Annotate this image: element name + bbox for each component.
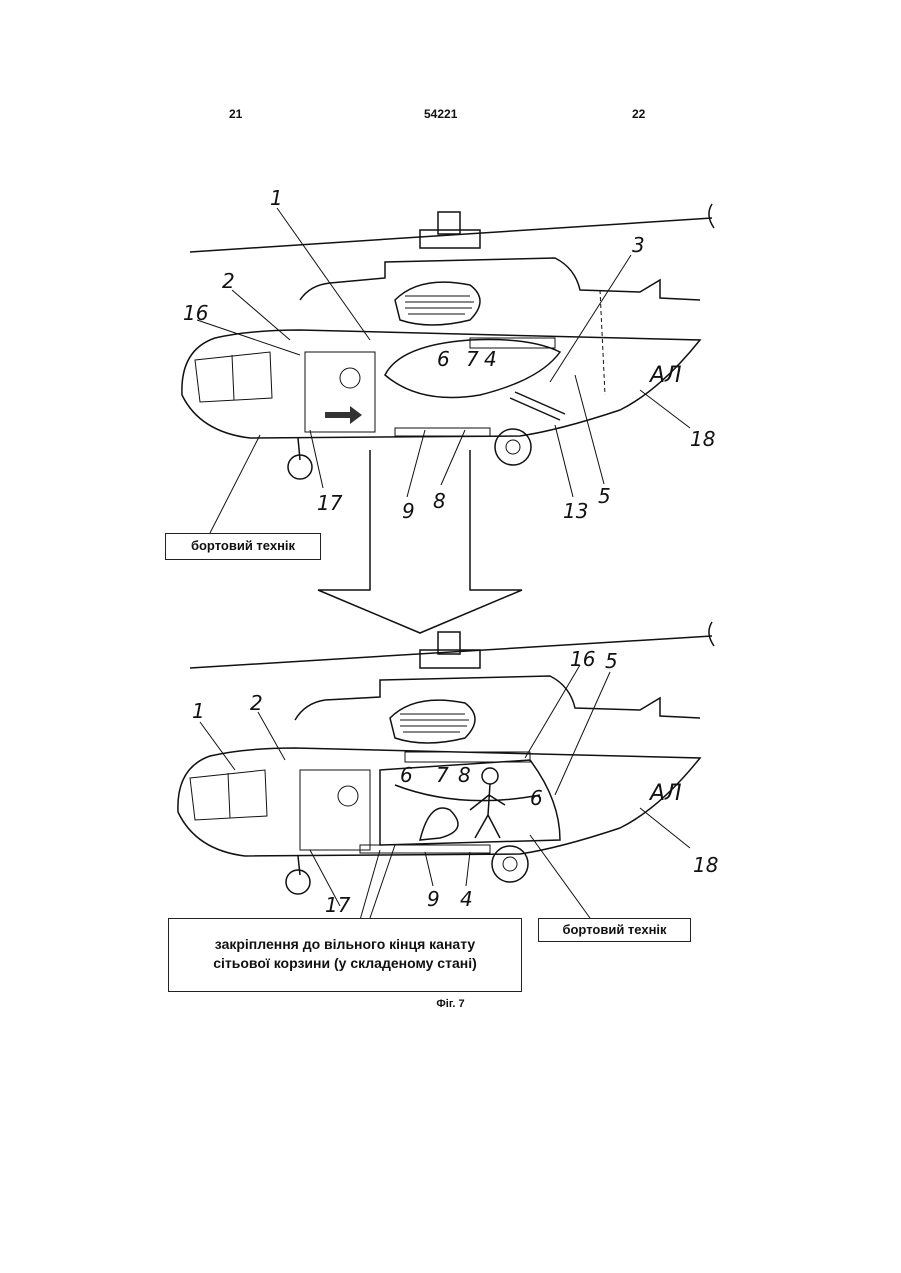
label-18: 18 xyxy=(693,853,718,877)
cargo-door xyxy=(305,352,375,432)
label-6a: 6 xyxy=(400,763,413,787)
label-16: 16 xyxy=(183,301,208,325)
callout-crew-top-text: бортовий технік xyxy=(191,538,295,553)
callout-crew-bottom-text: бортовий технік xyxy=(562,922,666,937)
label-4: 4 xyxy=(460,887,473,911)
label-18: 18 xyxy=(690,427,715,451)
motion-arrow xyxy=(325,406,362,424)
folded-basket xyxy=(420,808,458,840)
main-wheel xyxy=(492,846,528,882)
porthole xyxy=(338,786,358,806)
rotor-blade xyxy=(190,636,712,668)
rotor-tip xyxy=(709,204,714,228)
engine-cowling xyxy=(300,258,700,300)
label-4: 4 xyxy=(484,347,497,371)
label-6: 6 xyxy=(437,347,450,371)
cargo-door xyxy=(300,770,370,850)
engine-cowling xyxy=(295,676,700,720)
label-9: 9 xyxy=(402,499,415,523)
air-intake xyxy=(395,282,480,325)
label-5: 5 xyxy=(598,484,611,508)
label-8: 8 xyxy=(433,489,446,513)
label-1: 1 xyxy=(270,186,283,210)
floor-plate xyxy=(395,428,490,436)
tail-marking: АЛ xyxy=(648,781,682,806)
rotor-head xyxy=(420,230,480,248)
air-intake xyxy=(390,700,475,743)
label-2: 2 xyxy=(250,691,263,715)
label-8: 8 xyxy=(458,763,471,787)
callout-crew-top: бортовий технік xyxy=(165,533,321,560)
label-5: 5 xyxy=(605,649,618,673)
tail-marking: АЛ xyxy=(648,363,682,388)
rotor-tip xyxy=(709,622,714,646)
transition-arrow xyxy=(318,450,522,633)
crew-body xyxy=(470,784,505,838)
label-17: 17 xyxy=(317,491,343,515)
label-17: 17 xyxy=(325,893,351,917)
nose-wheel xyxy=(286,870,310,894)
label-1: 1 xyxy=(192,699,205,723)
label-3: 3 xyxy=(632,233,645,257)
crew-head xyxy=(482,768,498,784)
label-13: 13 xyxy=(563,499,588,523)
helicopter-top: АЛ 1 2 16 3 6 7 4 18 17 9 8 13 5 xyxy=(182,186,716,533)
label-9: 9 xyxy=(427,887,440,911)
porthole xyxy=(340,368,360,388)
callout-note-text: закріплення до вільного кінця канату сіт… xyxy=(213,936,477,971)
callout-crew-bottom: бортовий технік xyxy=(538,918,691,942)
main-wheel xyxy=(495,429,531,465)
figure-caption: Фіг. 7 xyxy=(0,998,901,1010)
cable xyxy=(395,785,540,801)
label-7: 7 xyxy=(466,347,479,371)
label-2: 2 xyxy=(222,269,235,293)
label-6b: 6 xyxy=(530,786,543,810)
label-16: 16 xyxy=(570,647,595,671)
callout-note: закріплення до вільного кінця канату сіт… xyxy=(168,918,522,992)
label-7: 7 xyxy=(436,763,449,787)
